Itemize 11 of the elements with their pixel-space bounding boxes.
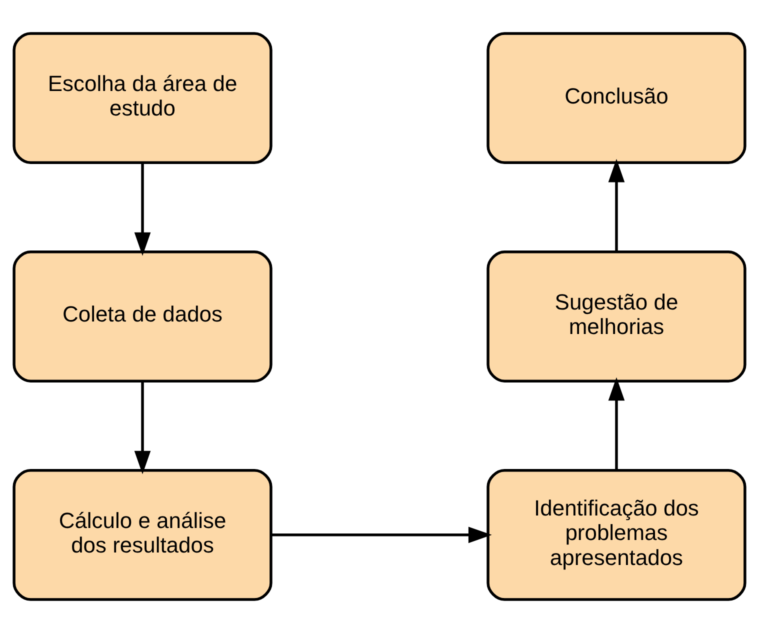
node-box: Cálculo e análise dos resultados (12, 469, 272, 601)
node-box: Identificação dos problemas apresentados (486, 469, 746, 601)
arrow (134, 381, 151, 474)
arrow (271, 526, 492, 544)
node-box: Conclusão (486, 32, 746, 164)
arrow (608, 377, 625, 470)
node-box: Coleta de dados (12, 250, 272, 382)
arrow (608, 158, 625, 252)
node-box: Sugestão de melhorias (486, 250, 746, 382)
arrow (134, 163, 151, 256)
node-box: Escolha da área de estudo (12, 32, 272, 164)
